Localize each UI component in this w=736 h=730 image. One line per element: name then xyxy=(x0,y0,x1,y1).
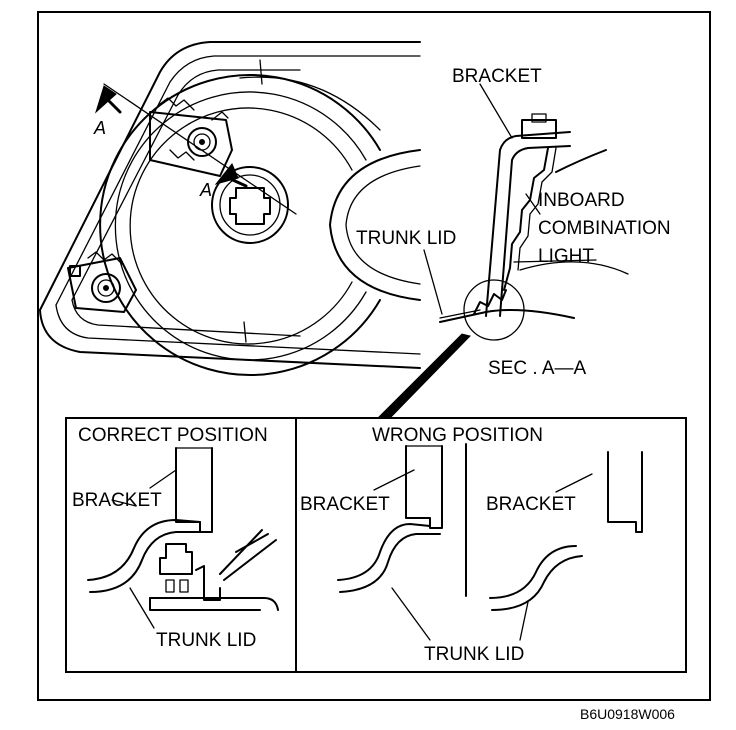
wrong-position-drawing-right xyxy=(489,451,643,611)
label-inboard-3: LIGHT xyxy=(538,246,594,267)
section-cut-line xyxy=(103,83,297,215)
detail-panel xyxy=(65,417,687,673)
label-trunk-lid-top: TRUNK LID xyxy=(356,228,456,249)
wrong-position-drawing-left xyxy=(337,443,467,597)
detail-circle xyxy=(463,279,525,341)
upper-clip xyxy=(149,97,233,177)
wrong-title: WRONG POSITION xyxy=(372,425,543,446)
correct-label-bracket: BRACKET xyxy=(72,490,162,511)
lower-clip xyxy=(67,251,137,313)
figure-code: B6U0918W006 xyxy=(580,706,675,722)
correct-label-trunk-lid: TRUNK LID xyxy=(156,630,256,651)
detail-pointer xyxy=(376,333,471,419)
correct-position-drawing xyxy=(87,447,279,611)
wrong-label-trunk-lid: TRUNK LID xyxy=(424,644,524,665)
label-inboard-1: INBOARD xyxy=(538,190,625,211)
section-arrow-lower xyxy=(214,163,248,188)
label-inboard-2: COMBINATION xyxy=(538,218,671,239)
label-bracket-top: BRACKET xyxy=(452,66,542,87)
section-arrow-upper xyxy=(94,85,122,114)
wrong-label-bracket-left: BRACKET xyxy=(300,494,390,515)
wrong-label-bracket-right: BRACKET xyxy=(486,494,576,515)
correct-title: CORRECT POSITION xyxy=(78,425,268,446)
section-arrow-label-lower: A xyxy=(199,180,212,200)
section-arrow-label-upper: A xyxy=(93,118,106,138)
label-section: SEC . A—A xyxy=(488,358,587,379)
outer-frame xyxy=(37,11,711,701)
lamp-housing-view: A A xyxy=(39,41,421,376)
